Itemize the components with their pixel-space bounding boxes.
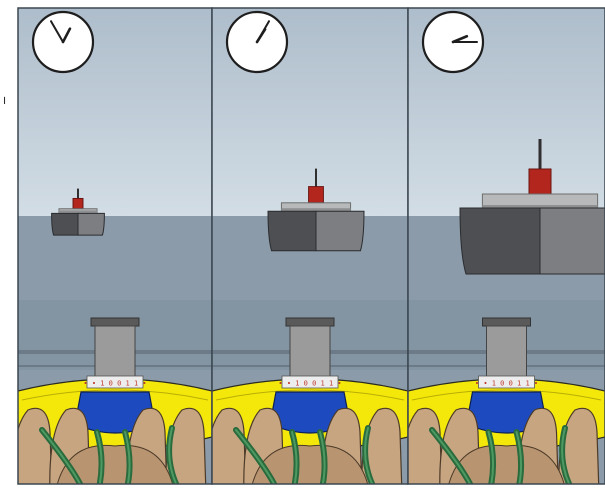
panel-content: • • 1 0 0 1 1 •: [402, 8, 605, 492]
instrument-cap: [286, 318, 334, 326]
instrument-cap: [483, 318, 531, 326]
clock-icon: [423, 12, 483, 72]
instrument-column: [487, 326, 527, 378]
panel: • • 1 0 0 1 1 •: [206, 8, 412, 492]
ship-hull-right: [540, 208, 605, 274]
instrument-column: [290, 326, 330, 378]
ship-hull-right: [78, 213, 104, 235]
panel-content: • • 1 0 0 1 1 •: [206, 8, 412, 492]
ship-hull-left: [52, 213, 78, 235]
instrument-cap: [91, 318, 139, 326]
ship-hull-left: [268, 211, 316, 251]
label-plate-text: • • 1 0 0 1 1 •: [475, 380, 538, 388]
panel: • • 1 0 0 1 1 •: [12, 8, 216, 492]
ship-hull-right: [316, 211, 364, 251]
clock-icon: [33, 12, 93, 72]
ship-funnel: [309, 187, 324, 203]
ship-funnel: [529, 169, 551, 194]
panel: • • 1 0 0 1 1 •: [402, 8, 605, 492]
stray-tick-mark: ╷: [1, 90, 7, 104]
instrument-column: [95, 326, 135, 378]
clock-icon: [227, 12, 287, 72]
label-plate-text: • • 1 0 0 1 1 •: [278, 380, 341, 388]
panel-content: • • 1 0 0 1 1 •: [12, 8, 216, 492]
label-plate-text: • • 1 0 0 1 1 •: [83, 380, 146, 388]
ship-funnel: [73, 198, 83, 208]
ship-hull-left: [460, 208, 540, 274]
